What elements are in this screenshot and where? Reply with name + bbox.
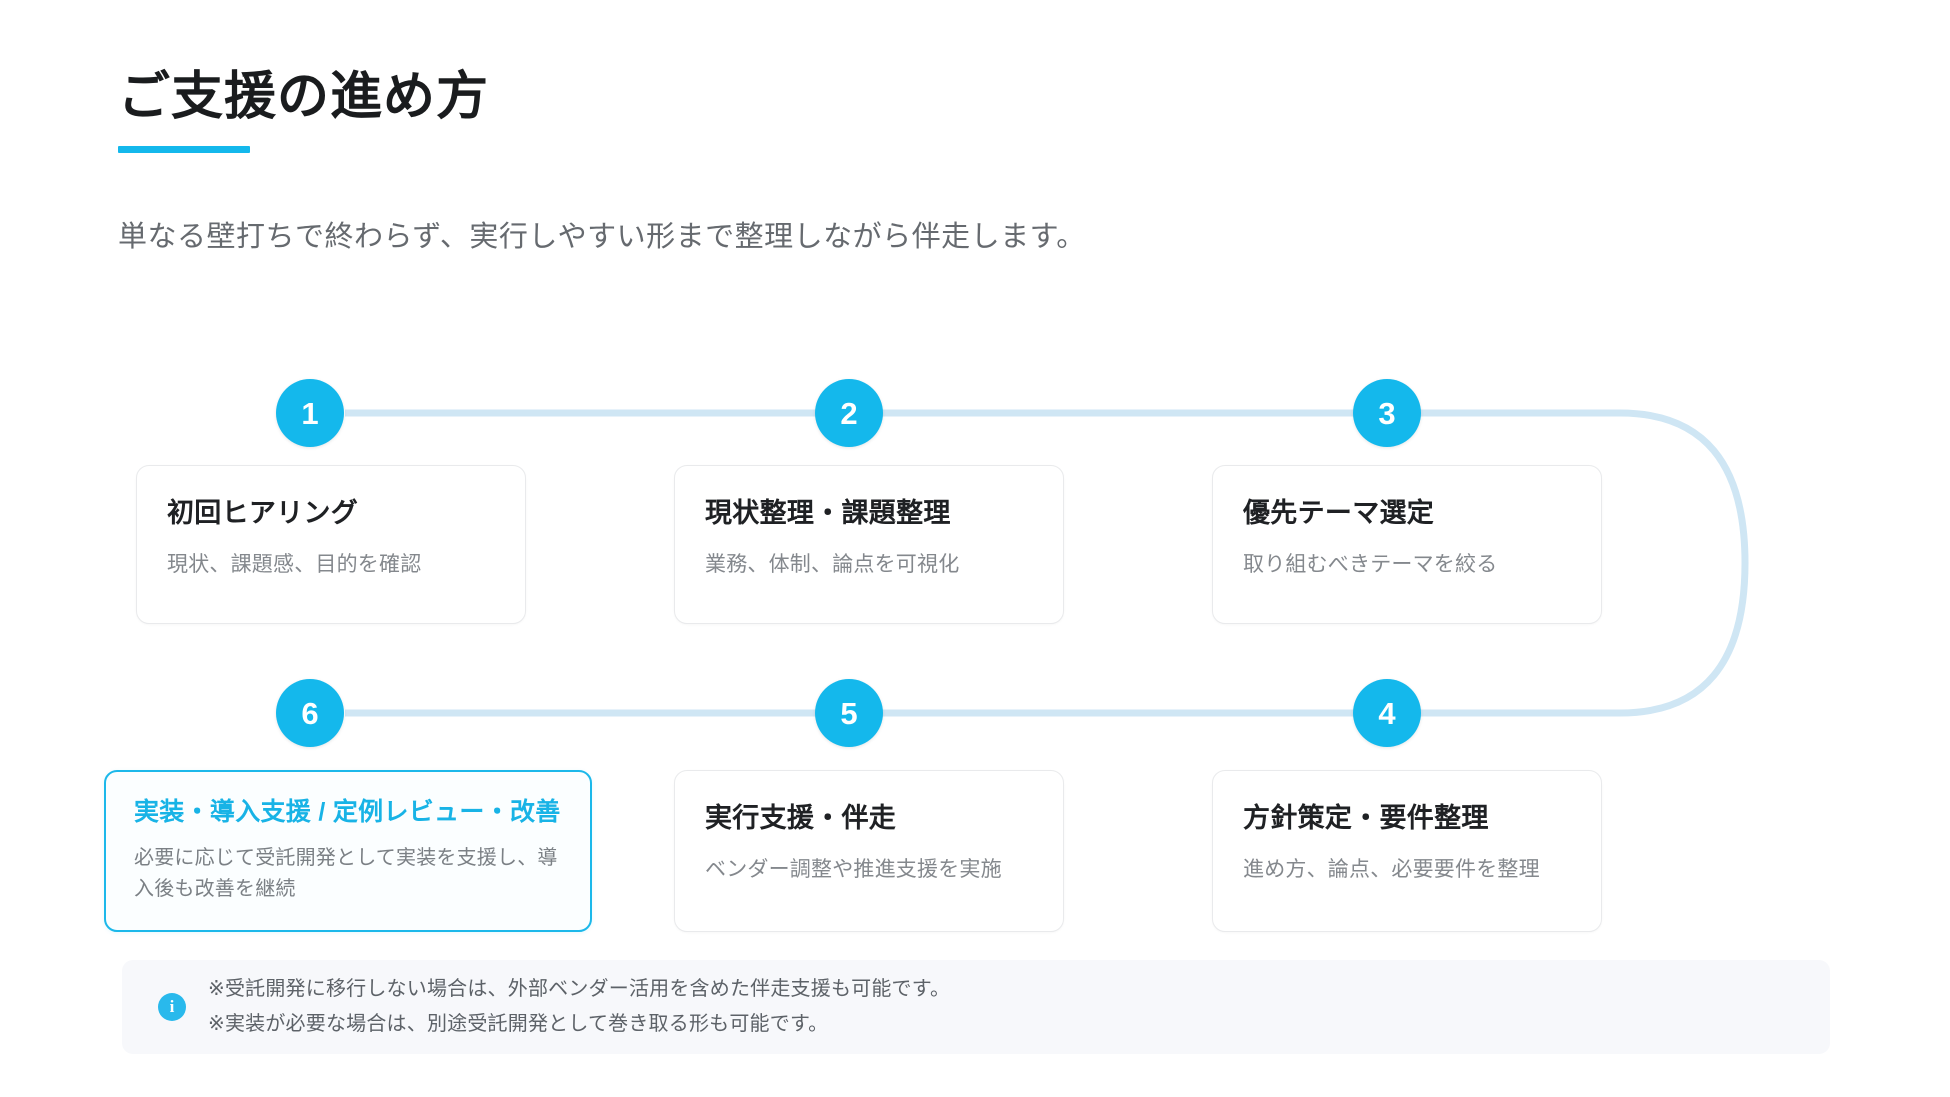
step-number: 6 (301, 695, 319, 731)
step-card-1[interactable]: 初回ヒアリング 現状、課題感、目的を確認 (136, 465, 526, 624)
step-badge-6[interactable]: 6 (276, 679, 344, 747)
step-card-2[interactable]: 現状整理・課題整理 業務、体制、論点を可視化 (674, 465, 1064, 624)
step-number: 3 (1378, 395, 1396, 431)
page-title: ご支援の進め方 (118, 68, 490, 126)
step-card-desc: 取り組むべきテーマを絞る (1243, 553, 1498, 577)
step-card-title: 優先テーマ選定 (1243, 498, 1435, 528)
step-badge-3[interactable]: 3 (1353, 379, 1421, 447)
step-number: 1 (301, 395, 319, 431)
step-card-title: 現状整理・課題整理 (705, 498, 951, 528)
step-card-4[interactable]: 方針策定・要件整理 進め方、論点、必要要件を整理 (1212, 770, 1602, 932)
step-badge-4[interactable]: 4 (1353, 679, 1421, 747)
footnote-lines: ※受託開発に移行しない場合は、外部ベンダー活用を含めた伴走支援も可能です。 ※実… (208, 976, 950, 1038)
step-card-title: 実装・導入支援 / 定例レビュー・改善 (134, 798, 561, 826)
step-card-desc: 業務、体制、論点を可視化 (705, 553, 960, 577)
step-card-title: 初回ヒアリング (167, 498, 359, 528)
step-card-desc: ベンダー調整や推進支援を実施 (705, 858, 1002, 882)
footnote-line-2: ※実装が必要な場合は、別途受託開発として巻き取る形も可能です。 (208, 1013, 829, 1035)
step-card-title: 実行支援・伴走 (705, 803, 897, 833)
step-card-title: 方針策定・要件整理 (1243, 803, 1489, 833)
step-card-desc: 進め方、論点、必要要件を整理 (1243, 858, 1540, 882)
footnote-line-1: ※受託開発に移行しない場合は、外部ベンダー活用を含めた伴走支援も可能です。 (208, 978, 951, 1000)
step-number: 4 (1378, 695, 1396, 731)
step-badge-1[interactable]: 1 (276, 379, 344, 447)
step-badge-2[interactable]: 2 (815, 379, 883, 447)
step-card-6[interactable]: 実装・導入支援 / 定例レビュー・改善 必要に応じて受託開発として実装を支援し、… (104, 770, 592, 932)
step-card-desc: 必要に応じて受託開発として実装を支援し、導入後も改善を継続 (134, 846, 558, 900)
header: ご支援の進め方 (118, 68, 489, 153)
footnote-bar: i ※受託開発に移行しない場合は、外部ベンダー活用を含めた伴走支援も可能です。 … (122, 960, 1830, 1054)
step-card-3[interactable]: 優先テーマ選定 取り組むべきテーマを絞る (1212, 465, 1602, 624)
page-subtitle: 単なる壁打ちで終わらず、実行しやすい形まで整理しながら伴走します。 (118, 221, 1086, 253)
info-icon: i (158, 993, 186, 1021)
step-number: 5 (840, 695, 858, 731)
step-card-5[interactable]: 実行支援・伴走 ベンダー調整や推進支援を実施 (674, 770, 1064, 932)
step-badge-5[interactable]: 5 (815, 679, 883, 747)
step-card-desc: 現状、課題感、目的を確認 (167, 553, 422, 577)
step-number: 2 (840, 395, 858, 431)
title-underline-rule (118, 145, 250, 153)
